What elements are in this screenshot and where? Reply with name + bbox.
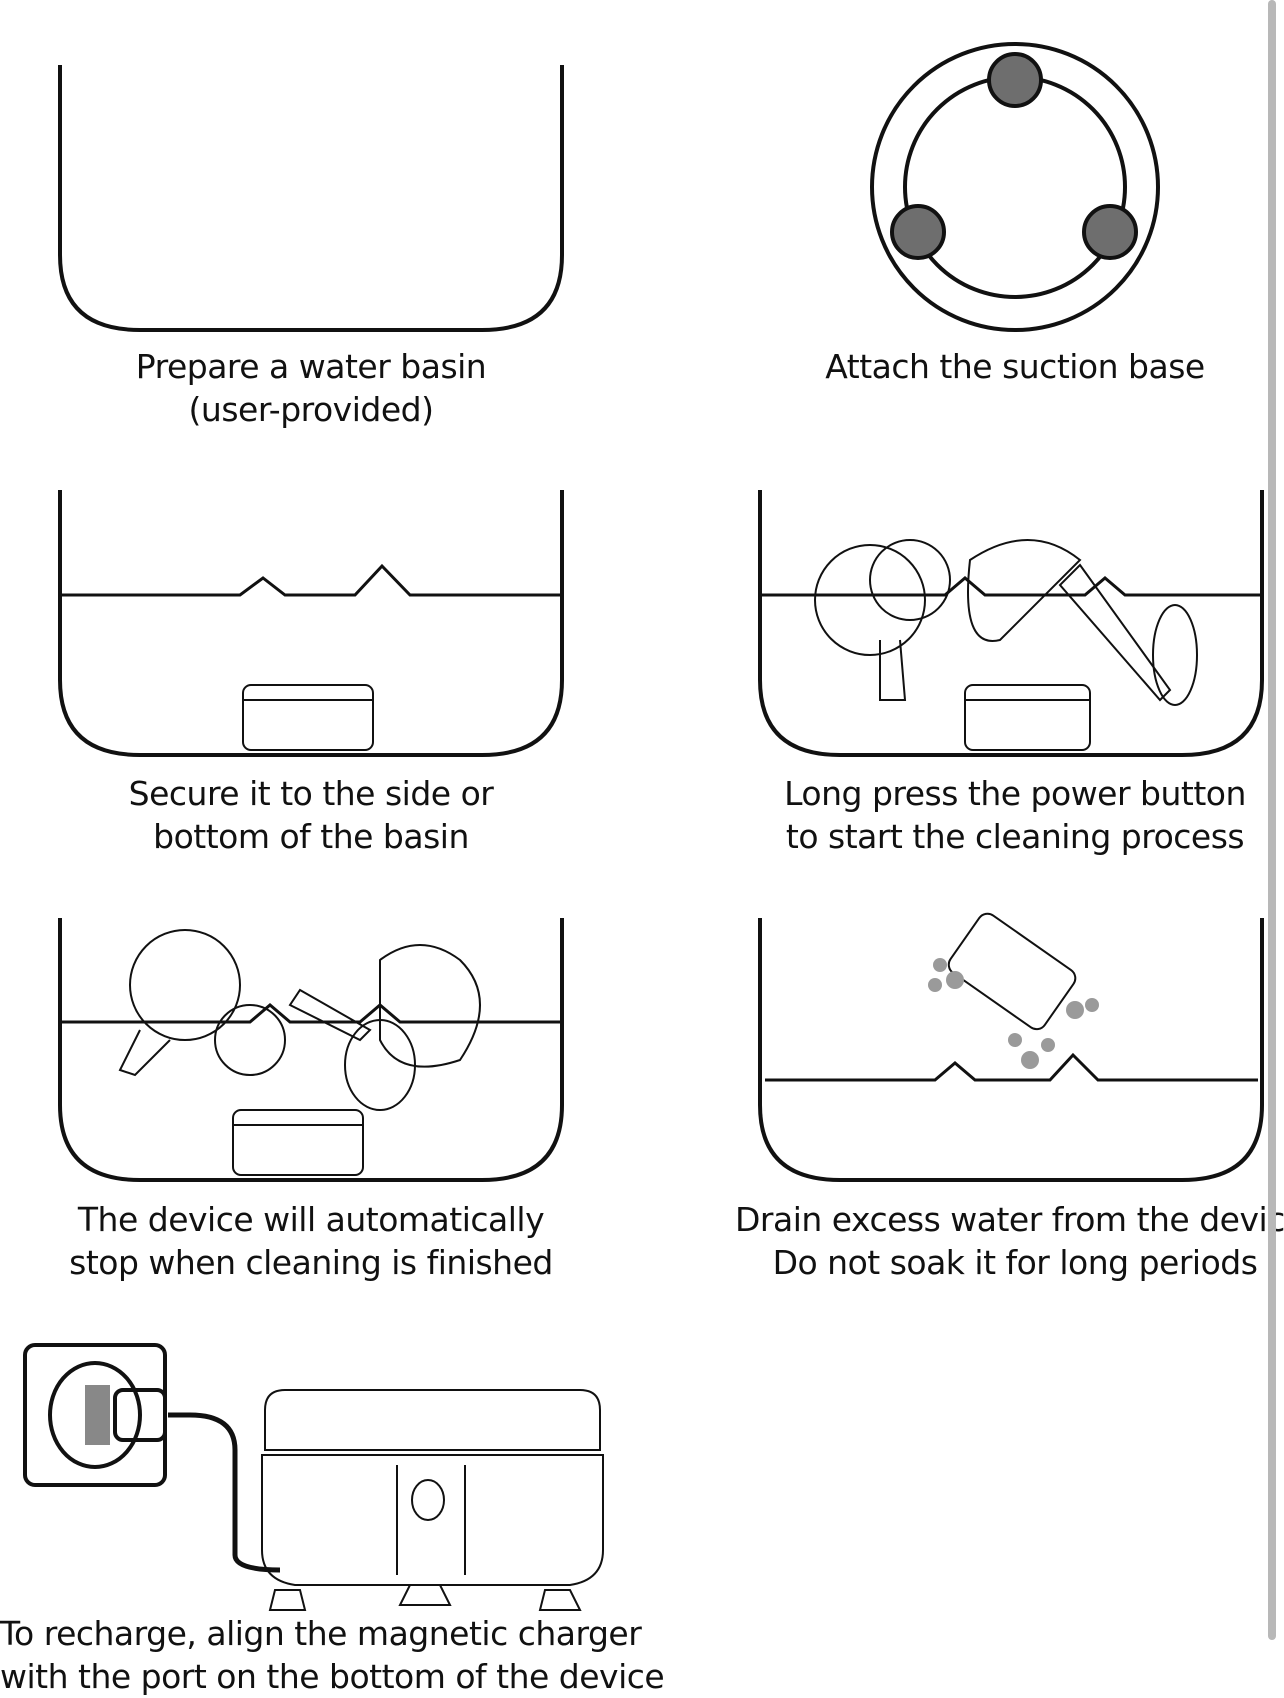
step-5-line-2: stop when cleaning is finished — [69, 1243, 553, 1282]
step-6-line-2: Do not soak it for long periods — [772, 1243, 1258, 1282]
step-3-line-1: Secure it to the side or — [128, 774, 494, 813]
step-6-line-1: Drain excess water from the device. — [735, 1200, 1284, 1239]
basin-vegetables-power-illustration — [758, 490, 1264, 757]
step-1-caption: Prepare a water basin (user-provided) — [60, 345, 562, 431]
suction-base-illustration — [870, 42, 1160, 332]
step-1-line-1: Prepare a water basin — [135, 347, 487, 386]
step-4-line-1: Long press the power button — [784, 774, 1246, 813]
basin-with-device-illustration — [58, 490, 564, 757]
basin-vegetables-illustration — [58, 918, 564, 1182]
step-3-caption: Secure it to the side or bottom of the b… — [60, 772, 562, 858]
charger-illustration — [23, 1343, 604, 1611]
step-2-line-1: Attach the suction base — [825, 347, 1205, 386]
step-3-line-2: bottom of the basin — [153, 817, 469, 856]
step-1-line-2: (user-provided) — [188, 390, 434, 429]
drain-device-illustration — [758, 912, 1264, 1182]
step-2-caption: Attach the suction base — [760, 345, 1270, 388]
step-4-caption: Long press the power button to start the… — [760, 772, 1270, 858]
step-5-caption: The device will automatically stop when … — [60, 1198, 562, 1284]
step-7-caption: To recharge, align the magnetic charger … — [0, 1612, 665, 1698]
step-7-line-2: with the port on the bottom of the devic… — [0, 1657, 665, 1696]
step-6-caption: Drain excess water from the device. Do n… — [735, 1198, 1284, 1284]
step-5-line-1: The device will automatically — [77, 1200, 545, 1239]
step-7-line-1: To recharge, align the magnetic charger — [0, 1614, 642, 1653]
step-4-line-2: to start the cleaning process — [785, 817, 1245, 856]
scrollbar[interactable] — [1268, 0, 1276, 1640]
empty-basin-illustration — [58, 65, 564, 332]
